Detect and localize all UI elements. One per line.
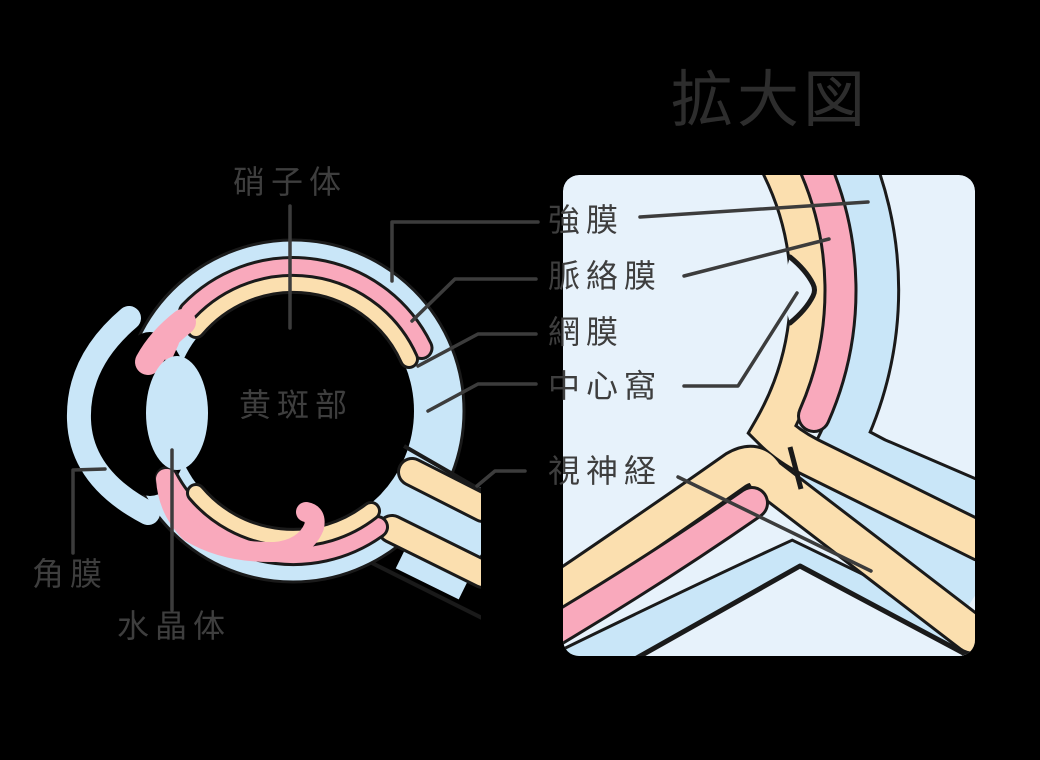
label-fovea: 中心窩 bbox=[548, 368, 663, 404]
fovea-notch bbox=[784, 257, 815, 323]
optic-disc-boundary bbox=[787, 446, 804, 490]
panel-title: 拡大図 bbox=[670, 66, 869, 135]
cornea-shape bbox=[66, 306, 160, 525]
optic-nerve-outline-bottom bbox=[371, 561, 481, 620]
vitreous-interior bbox=[172, 290, 414, 532]
choroid-leader-right bbox=[682, 237, 831, 278]
cornea-leader-line bbox=[71, 467, 107, 555]
optic-nerve-leader-left bbox=[475, 469, 527, 488]
label-choroid: 脈絡膜 bbox=[548, 258, 663, 294]
panel-choroid-band-lower bbox=[563, 489, 766, 645]
leader-lines bbox=[71, 200, 873, 612]
iris-lower bbox=[156, 469, 325, 563]
panel-retina-band-lower bbox=[563, 447, 975, 652]
retina-leader-left bbox=[416, 332, 538, 368]
panel-retina-band bbox=[750, 175, 975, 560]
eye-cross-section bbox=[66, 238, 481, 620]
iris-upper bbox=[135, 309, 196, 375]
retina-layer-upper bbox=[189, 276, 416, 366]
sclera-leader-left bbox=[390, 220, 540, 283]
panel-sclera-band-lower bbox=[563, 541, 975, 656]
label-cornea: 角膜 bbox=[32, 556, 109, 592]
label-macula: 黄斑部 bbox=[239, 387, 354, 423]
label-lens: 水晶体 bbox=[117, 608, 232, 644]
label-optic-nerve: 視神経 bbox=[548, 453, 663, 489]
nerve-sheath-band-bottom bbox=[380, 517, 481, 586]
fovea-leader-right bbox=[682, 291, 799, 388]
optic-nerve-outline-top bbox=[403, 444, 481, 493]
fovea-leader-left bbox=[426, 382, 538, 413]
choroid-leader-left bbox=[410, 277, 538, 323]
optic-nerve-leader-right bbox=[676, 475, 873, 573]
nerve-sheath-band-top bbox=[400, 460, 481, 520]
label-retina: 網膜 bbox=[548, 314, 625, 350]
label-sclera: 強膜 bbox=[548, 202, 625, 238]
panel-lower-wedge bbox=[632, 563, 975, 656]
sclera-leader-right bbox=[638, 200, 870, 219]
panel-choroid-band bbox=[795, 175, 855, 430]
optic-nerve-sheath bbox=[395, 469, 481, 600]
retina-layer-lower bbox=[189, 486, 378, 545]
choroid-layer-upper bbox=[181, 259, 431, 357]
label-vitreous: 硝子体 bbox=[233, 164, 348, 200]
lens-shape bbox=[146, 356, 208, 470]
optic-nerve-left bbox=[371, 444, 481, 620]
